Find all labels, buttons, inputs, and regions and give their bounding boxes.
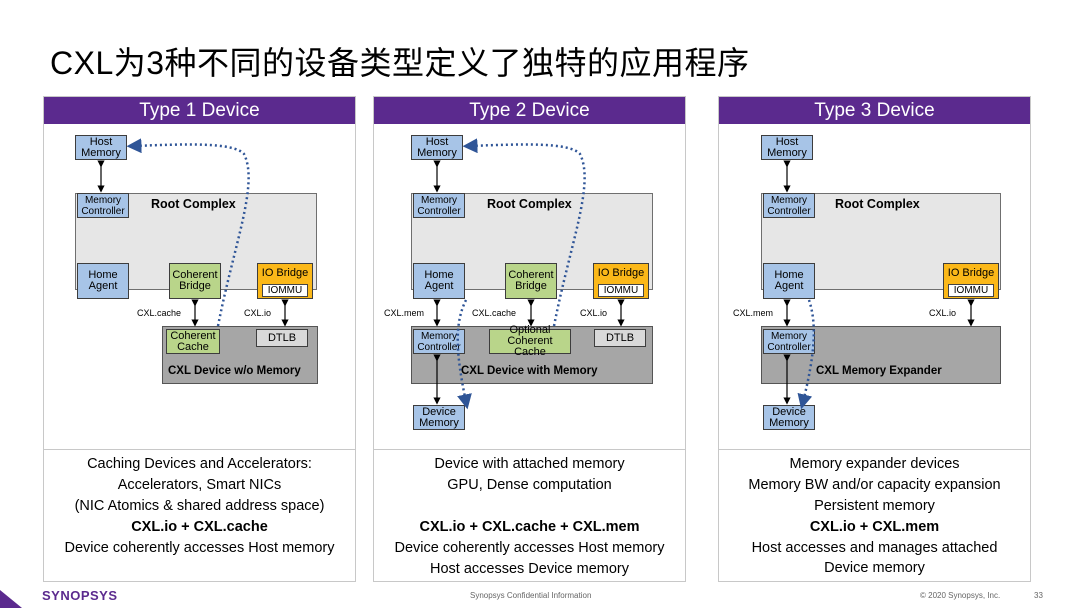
desc-line: Host accesses and manages attached <box>751 540 998 556</box>
coherent-cache: Coherent Cache <box>166 329 220 354</box>
device-memory: Device Memory <box>413 405 465 430</box>
iommu: IOMMU <box>598 284 644 297</box>
iommu: IOMMU <box>262 284 308 297</box>
panel-header: Type 2 Device <box>374 97 685 124</box>
home-agent: Home Agent <box>77 263 129 299</box>
device-memory-controller: Memory Controller <box>763 329 815 354</box>
page-number: 33 <box>1034 591 1043 600</box>
footer-confidential: Synopsys Confidential Information <box>470 591 592 600</box>
coherent-bridge: Coherent Bridge <box>169 263 221 299</box>
dtlb: DTLB <box>256 329 308 347</box>
panel-type1: Type 1 Device Host Memory Root Complex M… <box>43 96 356 582</box>
memory-controller: Memory Controller <box>413 193 465 218</box>
memory-controller: Memory Controller <box>77 193 129 218</box>
home-agent: Home Agent <box>763 263 815 299</box>
desc-line: GPU, Dense computation <box>447 477 612 493</box>
description: Device with attached memory GPU, Dense c… <box>374 449 685 581</box>
device-label: CXL Device w/o Memory <box>168 365 301 377</box>
connector-arrows <box>97 138 289 327</box>
device-label: CXL Device with Memory <box>461 365 598 377</box>
link-cxl-io: CXL.io <box>929 308 957 318</box>
panel-type3: Type 3 Device Host Memory Root Complex M… <box>718 96 1031 582</box>
diagram-type1: Host Memory Root Complex Memory Controll… <box>44 124 355 450</box>
home-agent: Home Agent <box>413 263 465 299</box>
diagram-type3: Host Memory Root Complex Memory Controll… <box>719 124 1030 450</box>
device-memory: Device Memory <box>763 405 815 430</box>
iommu: IOMMU <box>948 284 994 297</box>
link-cxl-cache: CXL.cache <box>137 308 182 318</box>
desc-line: Persistent memory <box>814 498 935 514</box>
desc-line: Accelerators, Smart NICs <box>117 477 282 493</box>
host-memory: Host Memory <box>75 135 127 160</box>
desc-line: Device memory <box>824 560 925 576</box>
description: Caching Devices and Accelerators: Accele… <box>44 449 355 581</box>
device-label: CXL Memory Expander <box>816 365 942 377</box>
panel-type2: Type 2 Device Host Memory Root Complex M… <box>373 96 686 582</box>
panel-header: Type 3 Device <box>719 97 1030 124</box>
desc-line: Memory expander devices <box>789 456 960 472</box>
desc-line: Device coherently accesses Host memory <box>64 540 335 556</box>
desc-line: Caching Devices and Accelerators: <box>87 456 312 472</box>
root-complex-label: Root Complex <box>487 197 572 211</box>
memory-controller: Memory Controller <box>763 193 815 218</box>
corner-accent <box>0 590 22 608</box>
root-complex-label: Root Complex <box>151 197 236 211</box>
panel-header: Type 1 Device <box>44 97 355 124</box>
footer-copyright: © 2020 Synopsys, Inc. <box>920 591 1001 600</box>
description: Memory expander devices Memory BW and/or… <box>719 449 1030 581</box>
desc-line: Device coherently accesses Host memory <box>394 540 665 556</box>
dtlb: DTLB <box>594 329 646 347</box>
link-cxl-io: CXL.io <box>580 308 608 318</box>
synopsys-logo: SYNOPSYS <box>42 588 118 603</box>
host-memory: Host Memory <box>411 135 463 160</box>
root-complex-label: Root Complex <box>835 197 920 211</box>
diagram-type2: Host Memory Root Complex Memory Controll… <box>374 124 685 450</box>
coherent-bridge: Coherent Bridge <box>505 263 557 299</box>
desc-protocols: CXL.io + CXL.cache + CXL.mem <box>419 519 640 535</box>
desc-line: (NIC Atomics & shared address space) <box>74 498 325 514</box>
link-cxl-mem: CXL.mem <box>733 308 774 318</box>
desc-line: Device with attached memory <box>434 456 625 472</box>
link-cxl-mem: CXL.mem <box>384 308 425 318</box>
slide-title: CXL为3种不同的设备类型定义了独特的应用程序 <box>50 45 750 81</box>
host-memory: Host Memory <box>761 135 813 160</box>
device-memory-controller: Memory Controller <box>413 329 465 354</box>
connector-arrows <box>433 138 625 410</box>
desc-line: Memory BW and/or capacity expansion <box>748 477 1001 493</box>
link-cxl-io: CXL.io <box>244 308 272 318</box>
desc-protocols: CXL.io + CXL.mem <box>809 519 940 535</box>
connector-arrows <box>783 160 975 410</box>
desc-protocols: CXL.io + CXL.cache <box>131 519 268 535</box>
link-cxl-cache: CXL.cache <box>472 308 517 318</box>
desc-line: Host accesses Device memory <box>429 561 630 577</box>
optional-coherent-cache: Optional Coherent Cache <box>489 325 571 358</box>
